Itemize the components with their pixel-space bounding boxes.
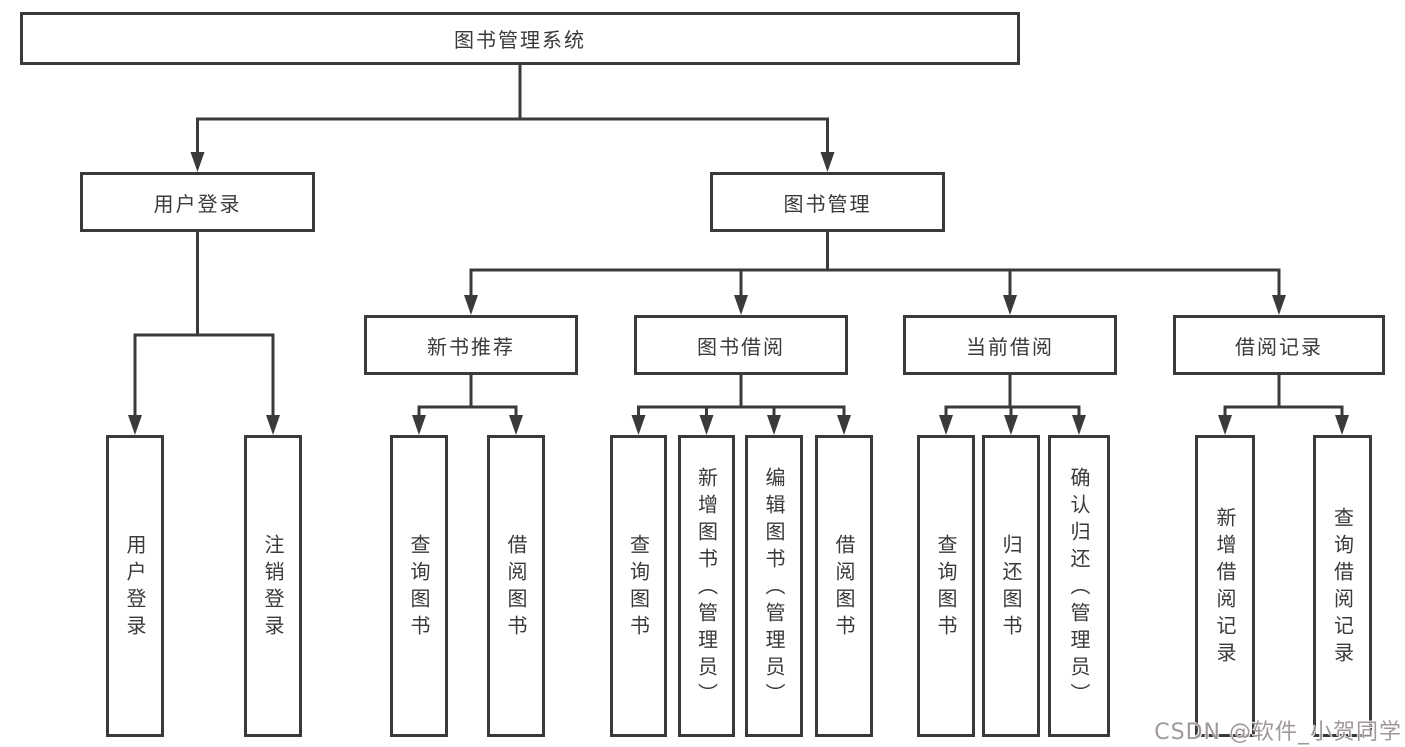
leaf-add-borrow-record: 新增借阅记录 bbox=[1195, 435, 1255, 737]
leaf-logout-label: 注销登录 bbox=[261, 534, 285, 642]
node-book-borrow: 图书借阅 bbox=[634, 315, 848, 375]
leaf-confirm-return-admin-label: 确认归还（管理员） bbox=[1067, 466, 1091, 710]
leaf-borrow-query-books-label: 查询图书 bbox=[626, 534, 651, 642]
node-user-login: 用户登录 bbox=[80, 172, 315, 232]
leaf-current-query-books: 查询图书 bbox=[917, 435, 975, 737]
leaf-add-borrow-record-label: 新增借阅记录 bbox=[1213, 507, 1237, 669]
leaf-newbook-query-books: 查询图书 bbox=[390, 435, 448, 737]
node-current-borrow: 当前借阅 bbox=[903, 315, 1117, 375]
leaf-user-login-label: 用户登录 bbox=[123, 534, 147, 642]
node-root-system-label: 图书管理系统 bbox=[454, 28, 586, 52]
leaf-borrow-books-label: 借阅图书 bbox=[832, 534, 856, 642]
csdn-watermark: CSDN @软件_小贺同学 bbox=[1154, 720, 1402, 745]
leaf-confirm-return-admin: 确认归还（管理员） bbox=[1048, 435, 1110, 737]
node-root-system: 图书管理系统 bbox=[20, 12, 1020, 65]
leaf-query-borrow-record-label: 查询借阅记录 bbox=[1330, 507, 1355, 669]
leaf-borrow-query-books: 查询图书 bbox=[610, 435, 667, 737]
leaf-newbook-query-books-label: 查询图书 bbox=[407, 534, 431, 642]
node-borrow-records: 借阅记录 bbox=[1173, 315, 1385, 375]
node-current-borrow-label: 当前借阅 bbox=[966, 334, 1054, 359]
node-book-management: 图书管理 bbox=[710, 172, 945, 232]
leaf-current-query-books-label: 查询图书 bbox=[934, 534, 958, 642]
node-borrow-records-label: 借阅记录 bbox=[1235, 334, 1323, 359]
node-new-book-recommend: 新书推荐 bbox=[364, 315, 578, 375]
node-new-book-recommend-label: 新书推荐 bbox=[427, 334, 515, 359]
leaf-add-books-admin: 新增图书（管理员） bbox=[678, 435, 735, 737]
leaf-borrow-books: 借阅图书 bbox=[815, 435, 873, 737]
node-user-login-label: 用户登录 bbox=[153, 191, 242, 216]
leaf-add-books-admin-label: 新增图书（管理员） bbox=[694, 466, 719, 710]
leaf-newbook-borrow-books-label: 借阅图书 bbox=[504, 534, 528, 642]
leaf-edit-books-admin-label: 编辑图书（管理员） bbox=[762, 466, 786, 710]
leaf-return-books: 归还图书 bbox=[982, 435, 1040, 737]
node-book-management-label: 图书管理 bbox=[783, 191, 872, 216]
leaf-user-login: 用户登录 bbox=[106, 435, 164, 737]
leaf-logout: 注销登录 bbox=[244, 435, 302, 737]
node-book-borrow-label: 图书借阅 bbox=[697, 334, 785, 359]
leaf-edit-books-admin: 编辑图书（管理员） bbox=[745, 435, 803, 737]
leaf-return-books-label: 归还图书 bbox=[999, 534, 1023, 642]
leaf-newbook-borrow-books: 借阅图书 bbox=[487, 435, 545, 737]
leaf-query-borrow-record: 查询借阅记录 bbox=[1313, 435, 1372, 737]
